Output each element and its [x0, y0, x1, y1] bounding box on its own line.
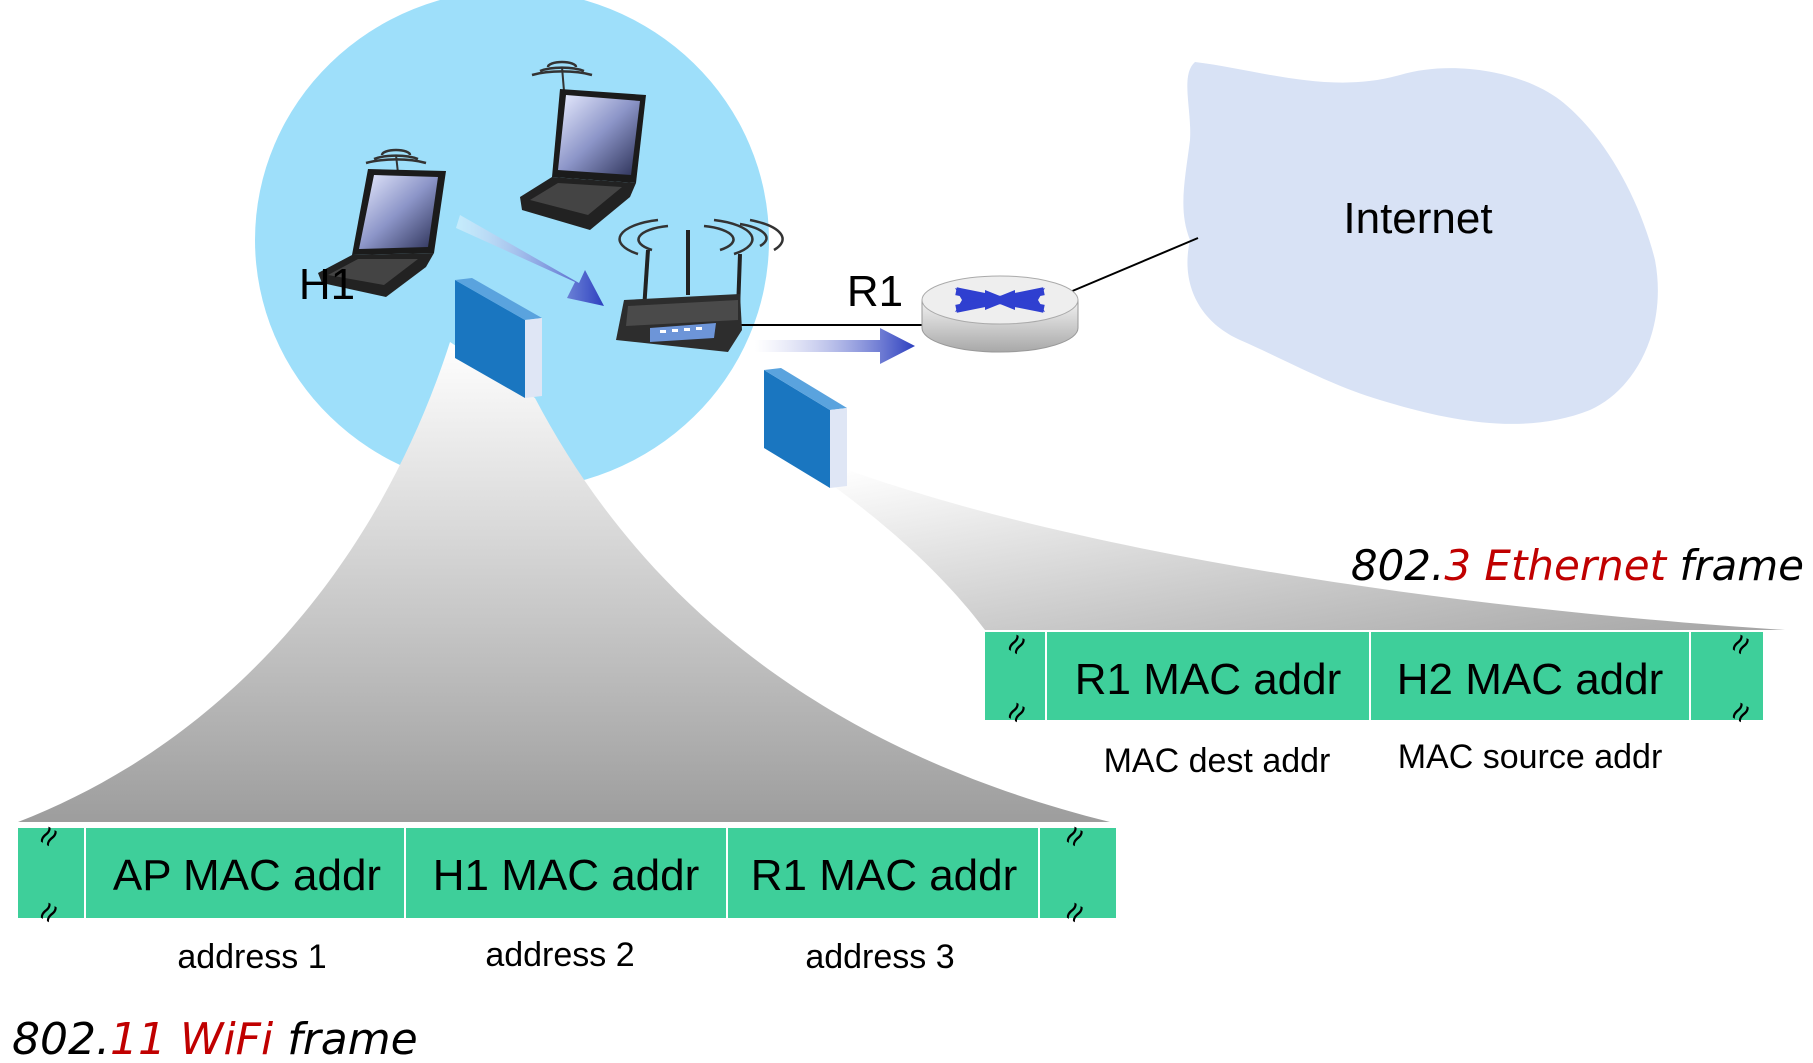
arrow-icon: [755, 328, 915, 364]
arrow-icon: [456, 215, 604, 306]
wifi-frame-zoom-fan: [18, 342, 1110, 822]
wifi-frame: ≈ ≈ ≈ ≈ AP MAC addr H1 MAC addr R1 MAC a…: [18, 819, 1116, 976]
wifi-cell-label: R1 MAC addr: [751, 851, 1018, 900]
wifi-frame-break-right: [1040, 828, 1116, 918]
laptop-icon: [318, 148, 446, 297]
ethernet-frame: ≈ ≈ ≈ ≈ R1 MAC addr H2 MAC addr MAC dest…: [985, 627, 1763, 780]
ethernet-cell-caption: MAC dest addr: [1104, 742, 1331, 780]
ethernet-frame-title: 802.3 Ethernet frame: [1351, 541, 1804, 590]
wifi-cell-caption: address 1: [177, 938, 326, 976]
router-internet-link: [1069, 237, 1199, 293]
packet-icon: [455, 278, 542, 398]
ethernet-frame-cell: [1047, 632, 1369, 720]
packet-icon: [764, 368, 847, 488]
wifi-frame-title: 802.11 WiFi frame: [12, 1014, 418, 1063]
wifi-frame-break-left: [18, 828, 84, 918]
wifi-frame-cell: [728, 828, 1038, 918]
router-icon: [921, 275, 1079, 353]
wifi-frame-cell: [406, 828, 726, 918]
internet-label: Internet: [1343, 194, 1492, 243]
wifi-frame-cell: [86, 828, 404, 918]
ethernet-frame-cell: [1371, 632, 1689, 720]
wifi-cell-caption: address 3: [805, 938, 954, 976]
wifi-cell-label: AP MAC addr: [113, 851, 381, 900]
ethernet-cell-caption: MAC source addr: [1398, 738, 1663, 776]
r1-label: R1: [847, 267, 903, 316]
ethernet-frame-zoom-fan: [832, 470, 1785, 630]
ethernet-cell-label: R1 MAC addr: [1075, 655, 1342, 704]
ethernet-cell-label: H2 MAC addr: [1397, 655, 1664, 704]
cloud-icon: [1183, 62, 1658, 424]
ethernet-frame-break-left: [985, 632, 1047, 720]
ethernet-frame-break-right: [1691, 632, 1763, 720]
h1-label: H1: [299, 260, 355, 309]
wifi-cell-label: H1 MAC addr: [433, 851, 700, 900]
laptop-icon: [520, 60, 646, 230]
wireless-router-icon: [616, 218, 784, 352]
wifi-cell-caption: address 2: [485, 936, 634, 974]
